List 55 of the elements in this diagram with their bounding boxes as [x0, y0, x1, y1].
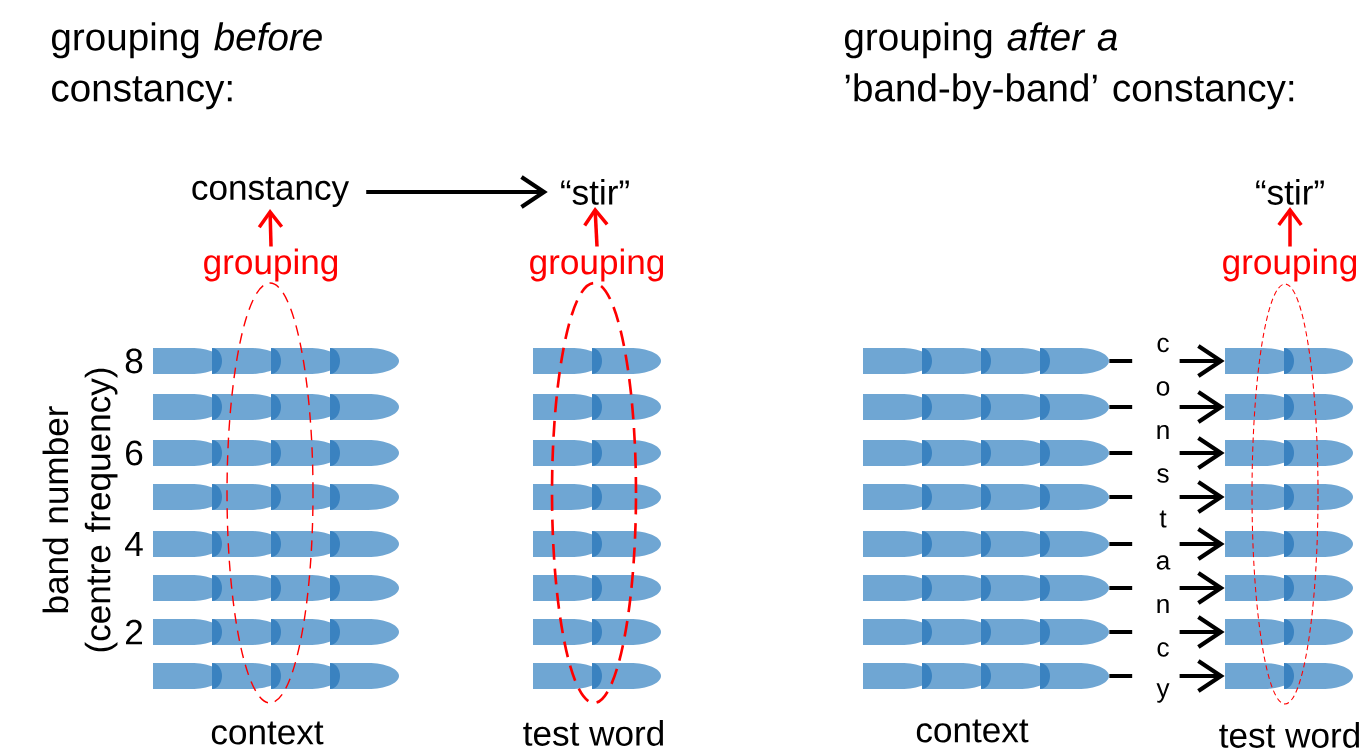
axis-tick-label: 6 [126, 440, 143, 466]
heading: grouping before constancy: [52, 22, 322, 110]
letter: t [1159, 510, 1167, 528]
axis-caption: context [916, 719, 1029, 743]
band-row [863, 484, 1109, 510]
grouping-ellipse [226, 282, 314, 704]
band-row [1225, 484, 1353, 510]
heading: grouping after a ’band-by-band’ constancy: [845, 22, 1294, 110]
grouping-ellipse [550, 281, 638, 705]
axis-caption: test word [1219, 722, 1359, 748]
band-row [863, 575, 1109, 601]
arrow [583, 207, 609, 247]
axis-tick-label: 2 [126, 619, 142, 645]
band-row [1225, 348, 1353, 374]
letter: y [1156, 683, 1170, 703]
band-row [863, 440, 1109, 466]
band-row [863, 663, 1109, 689]
band-row [1225, 531, 1353, 557]
letter: o [1156, 381, 1170, 396]
arrow [366, 175, 548, 209]
band-row [1225, 663, 1353, 689]
arrow [1109, 436, 1225, 470]
arrow [1277, 207, 1303, 247]
letter: c [1157, 337, 1169, 353]
arrow [1109, 344, 1225, 378]
arrow [1109, 480, 1225, 514]
word-label: “stir” [561, 179, 629, 205]
letter: a [1156, 555, 1171, 570]
word-label: constancy [192, 177, 350, 207]
arrow [1109, 527, 1225, 561]
axis-tick-label: 4 [125, 531, 143, 557]
axis-title: band number (centre frequency) [42, 368, 118, 652]
band-row [1225, 440, 1353, 466]
band-row [863, 619, 1109, 645]
word-label: “stir” [1256, 179, 1324, 205]
arrow [1109, 571, 1225, 605]
band-row [1225, 394, 1353, 420]
grouping-label: grouping [1223, 248, 1357, 282]
arrow [1109, 659, 1225, 693]
grouping-ellipse [1251, 283, 1319, 705]
axis-tick-label: 8 [125, 348, 143, 374]
letter: n [1157, 424, 1169, 440]
band-row [863, 394, 1109, 420]
letter: n [1157, 598, 1169, 614]
arrow [1109, 615, 1225, 649]
grouping-label: grouping [530, 248, 664, 282]
band-row [863, 531, 1109, 557]
grouping-label: grouping [204, 248, 338, 282]
arrow [1109, 390, 1225, 424]
letter: c [1157, 642, 1169, 657]
band-row [1225, 575, 1353, 601]
letter: s [1157, 468, 1169, 483]
arrow [257, 209, 284, 247]
band-row [863, 348, 1109, 374]
band-row [1225, 619, 1353, 645]
